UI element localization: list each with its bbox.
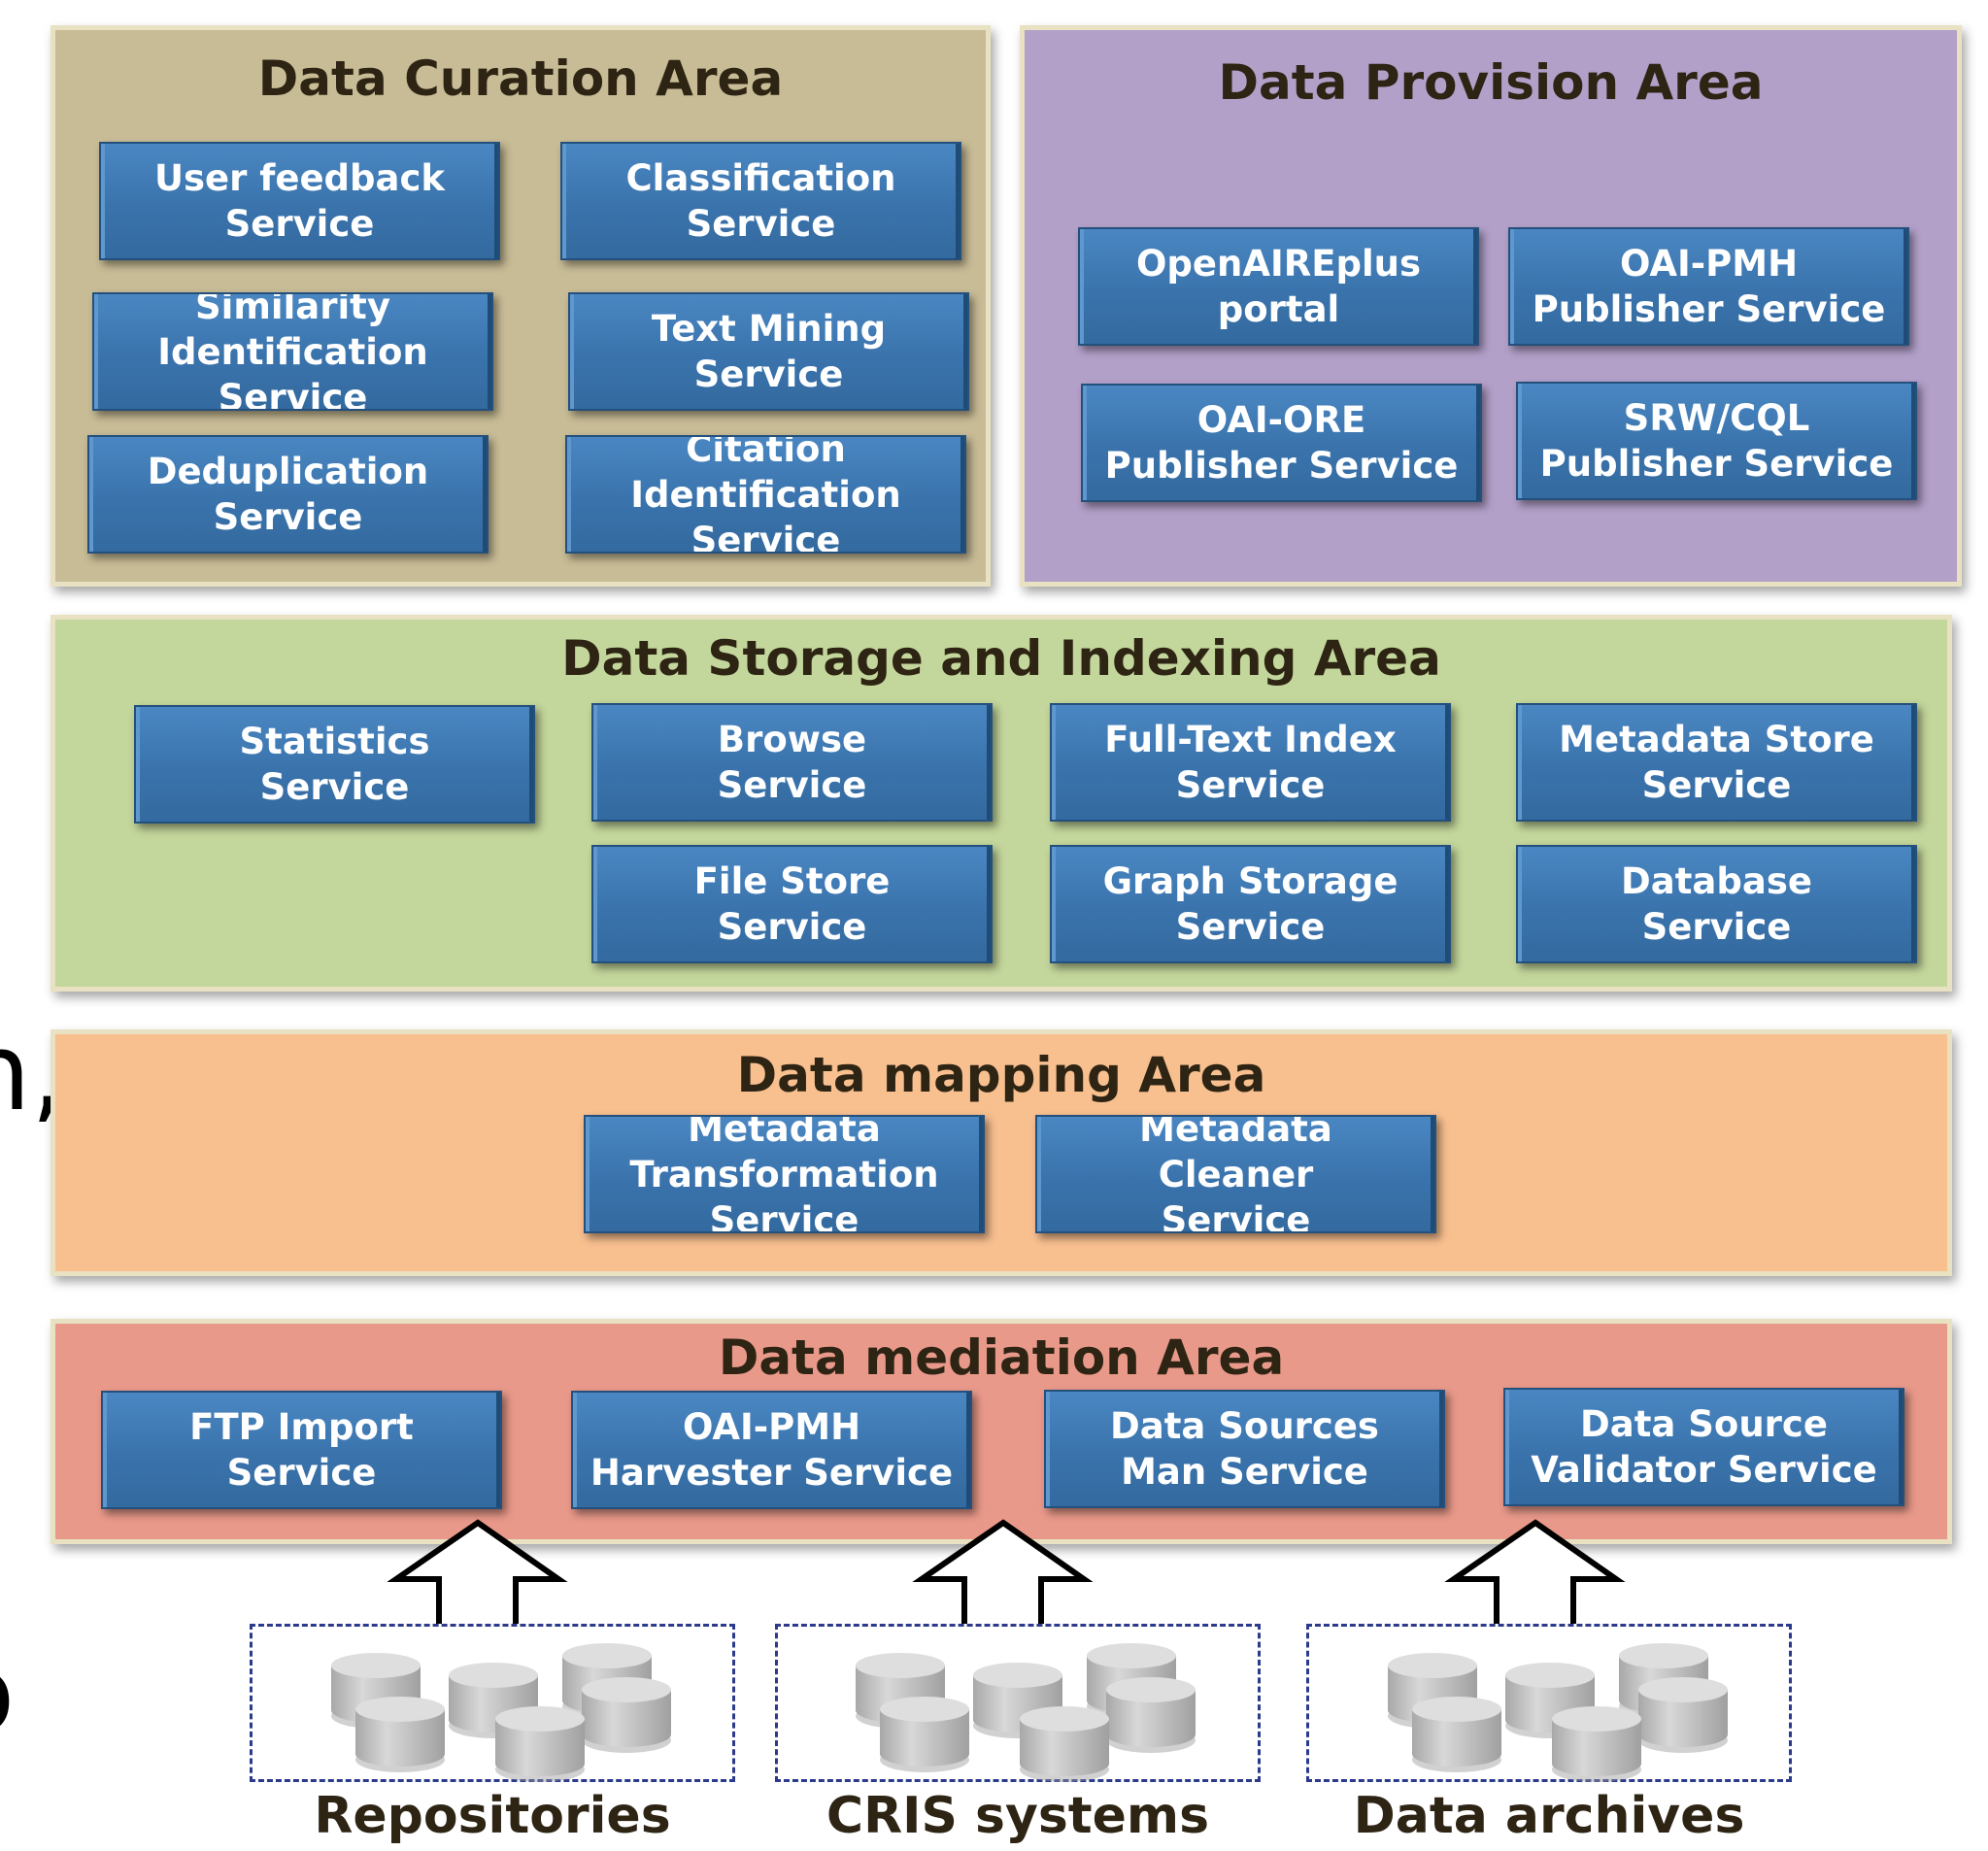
database-icon-group-cris bbox=[856, 1643, 1196, 1782]
data-mapping-area: Data mapping Area Metadata Transformatio… bbox=[51, 1029, 1952, 1276]
srw-cql-publisher-service[interactable]: SRW/CQL Publisher Service bbox=[1516, 382, 1917, 500]
data-storage-indexing-area: Data Storage and Indexing Area Statistic… bbox=[51, 615, 1952, 992]
classification-service[interactable]: Classification Service bbox=[560, 142, 961, 260]
oai-pmh-publisher-service[interactable]: OAI-PMH Publisher Service bbox=[1508, 227, 1909, 346]
cropped-text-fragment-bottom: o bbox=[0, 1632, 15, 1756]
user-feedback-service[interactable]: User feedback Service bbox=[99, 142, 500, 260]
data-mediation-area: Data mediation Area FTP Import Service O… bbox=[51, 1319, 1952, 1544]
metadata-store-service[interactable]: Metadata Store Service bbox=[1516, 703, 1917, 822]
data-provision-area-title: Data Provision Area bbox=[1218, 54, 1764, 111]
oai-pmh-harvester-service[interactable]: OAI-PMH Harvester Service bbox=[571, 1391, 972, 1509]
full-text-index-service[interactable]: Full-Text Index Service bbox=[1050, 703, 1451, 822]
data-mapping-area-title: Data mapping Area bbox=[736, 1047, 1266, 1103]
similarity-identification-service[interactable]: Similarity Identification Service bbox=[92, 292, 493, 411]
data-mediation-area-title: Data mediation Area bbox=[718, 1329, 1285, 1386]
data-archives-label: Data archives bbox=[1353, 1787, 1745, 1845]
metadata-transformation-service[interactable]: Metadata Transformation Service bbox=[584, 1115, 985, 1233]
data-curation-area-title: Data Curation Area bbox=[257, 50, 784, 107]
cris-systems-label: CRIS systems bbox=[826, 1787, 1210, 1845]
statistics-service[interactable]: Statistics Service bbox=[134, 705, 535, 824]
database-icon-group-archives bbox=[1388, 1643, 1728, 1782]
data-provision-area: Data Provision Area OpenAIREplus portal … bbox=[1020, 25, 1962, 587]
metadata-cleaner-service[interactable]: Metadata Cleaner Service bbox=[1035, 1115, 1436, 1233]
openaireplus-portal[interactable]: OpenAIREplus portal bbox=[1078, 227, 1479, 346]
data-sources-man-service[interactable]: Data Sources Man Service bbox=[1044, 1390, 1445, 1508]
data-source-validator-service[interactable]: Data Source Validator Service bbox=[1503, 1388, 1904, 1506]
data-curation-area: Data Curation Area User feedback Service… bbox=[51, 25, 991, 587]
text-mining-service[interactable]: Text Mining Service bbox=[568, 292, 969, 411]
deduplication-service[interactable]: Deduplication Service bbox=[87, 435, 489, 554]
oai-ore-publisher-service[interactable]: OAI-ORE Publisher Service bbox=[1081, 384, 1482, 502]
graph-storage-service[interactable]: Graph Storage Service bbox=[1050, 845, 1451, 963]
database-icon-group-repositories bbox=[331, 1643, 671, 1782]
data-storage-indexing-area-title: Data Storage and Indexing Area bbox=[561, 630, 1441, 687]
ftp-import-service[interactable]: FTP Import Service bbox=[101, 1391, 502, 1509]
repositories-label: Repositories bbox=[314, 1787, 671, 1845]
browse-service[interactable]: Browse Service bbox=[591, 703, 993, 822]
database-service[interactable]: Database Service bbox=[1516, 845, 1917, 963]
citation-identification-service[interactable]: Citation Identification Service bbox=[565, 435, 966, 554]
file-store-service[interactable]: File Store Service bbox=[591, 845, 993, 963]
